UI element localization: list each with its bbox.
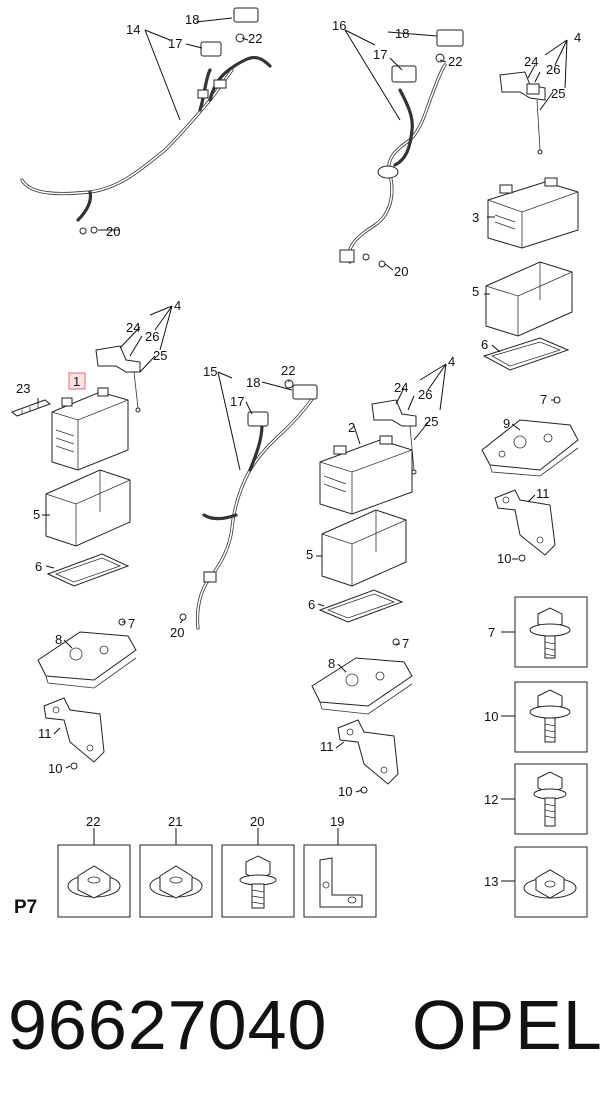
bracket-assembly-4-top xyxy=(499,71,546,155)
page-label: P7 xyxy=(14,897,38,918)
battery-1 xyxy=(51,387,129,471)
battery-tray-9 xyxy=(481,419,579,477)
callout-19: 19 xyxy=(330,814,344,829)
bracket-11-center xyxy=(337,719,399,785)
callout-23: 23 xyxy=(16,381,30,396)
callout-24-center: 24 xyxy=(394,380,408,395)
highlighted-callout-box xyxy=(68,372,86,390)
callout-13: 13 xyxy=(484,874,498,889)
callout-15: 15 xyxy=(203,364,217,379)
callout-11-right: 11 xyxy=(536,486,550,501)
callout-4-left: 4 xyxy=(174,298,181,313)
detail-frame-21 xyxy=(139,844,213,918)
callout-11-left: 11 xyxy=(38,726,52,741)
callout-6-left: 6 xyxy=(35,559,42,574)
battery-pad-6-right xyxy=(482,337,570,371)
callout-5-center: 5 xyxy=(306,547,313,562)
callout-7-left: 7 xyxy=(128,616,135,631)
harness-assembly-16 xyxy=(339,29,464,264)
callout-17-center: 17 xyxy=(230,394,244,409)
callout-labels: 1 2 3 4 4 4 5 5 5 6 6 6 7 7 7 7 8 8 9 10… xyxy=(16,12,581,889)
callout-25-left: 25 xyxy=(153,348,167,363)
callout-1: 1 xyxy=(73,374,80,389)
callout-26-top-right: 26 xyxy=(546,62,560,77)
callout-4-top-right: 4 xyxy=(574,30,581,45)
callout-10-right: 10 xyxy=(497,551,511,566)
callout-17-top-center: 17 xyxy=(373,47,387,62)
battery-pad-6-left xyxy=(46,553,130,587)
callout-5-left: 5 xyxy=(33,507,40,522)
battery-tray-5-center xyxy=(321,509,407,587)
callout-7-center: 7 xyxy=(402,636,409,651)
callout-10-detail: 10 xyxy=(484,709,498,724)
callout-24-top-right: 24 xyxy=(524,54,538,69)
callout-10-center: 10 xyxy=(338,784,352,799)
callout-11-center: 11 xyxy=(320,739,334,754)
callout-21: 21 xyxy=(168,814,182,829)
callout-14: 14 xyxy=(126,22,140,37)
callout-20-top-left: 20 xyxy=(106,224,120,239)
callout-22-top-left: 22 xyxy=(248,31,262,46)
detail-frame-7 xyxy=(514,596,588,668)
harness-assembly-15 xyxy=(179,379,318,630)
callout-3: 3 xyxy=(472,210,479,225)
callout-25-center: 25 xyxy=(424,414,438,429)
detail-frame-12 xyxy=(514,763,588,835)
callout-12: 12 xyxy=(484,792,498,807)
callout-6-center: 6 xyxy=(308,597,315,612)
bracket-assembly-4-center xyxy=(371,399,417,475)
battery-3 xyxy=(487,177,579,249)
brand-name: OPEL xyxy=(412,986,600,1064)
callout-18-top-left: 18 xyxy=(185,12,199,27)
callout-7-right: 7 xyxy=(540,392,547,407)
callout-22-center: 22 xyxy=(281,363,295,378)
battery-pad-6-center xyxy=(318,589,404,623)
callout-20-center: 20 xyxy=(170,625,184,640)
callout-22-detail: 22 xyxy=(86,814,100,829)
battery-2 xyxy=(319,435,413,515)
battery-tray-8-left xyxy=(37,631,137,689)
part-23-strip xyxy=(10,399,52,417)
callout-20-top-center: 20 xyxy=(394,264,408,279)
harness-assembly-14 xyxy=(20,7,272,235)
callout-24-left: 24 xyxy=(126,320,140,335)
callout-5-right: 5 xyxy=(472,284,479,299)
callout-25-top-right: 25 xyxy=(551,86,565,101)
battery-tray-5-right xyxy=(485,261,573,337)
bracket-11-right xyxy=(494,489,556,556)
callout-6-right: 6 xyxy=(481,337,488,352)
detail-frame-10 xyxy=(514,681,588,753)
part-number: 96627040 xyxy=(8,986,328,1064)
callout-10-left: 10 xyxy=(48,761,62,776)
battery-tray-5-left xyxy=(45,469,131,547)
detail-frame-22 xyxy=(57,844,131,918)
detail-frame-20 xyxy=(221,844,295,918)
leader-lines xyxy=(37,17,568,882)
detail-frame-19 xyxy=(303,844,377,918)
callout-7-detail: 7 xyxy=(488,625,495,640)
callout-22-top-center: 22 xyxy=(448,54,462,69)
callout-9: 9 xyxy=(503,416,510,431)
callout-8-center: 8 xyxy=(328,656,335,671)
callout-18-center: 18 xyxy=(246,375,260,390)
battery-tray-8-center xyxy=(311,657,413,715)
screws xyxy=(70,226,561,794)
callout-18-top-center: 18 xyxy=(395,26,409,41)
callout-26-left: 26 xyxy=(145,329,159,344)
callout-17-top-left: 17 xyxy=(168,36,182,51)
callout-26-center: 26 xyxy=(418,387,432,402)
callout-16: 16 xyxy=(332,18,346,33)
callout-20-detail: 20 xyxy=(250,814,264,829)
detail-frame-13 xyxy=(514,846,588,918)
callout-2: 2 xyxy=(348,420,355,435)
callout-4-center: 4 xyxy=(448,354,455,369)
bracket-11-left xyxy=(43,697,105,763)
callout-8-left: 8 xyxy=(55,632,62,647)
